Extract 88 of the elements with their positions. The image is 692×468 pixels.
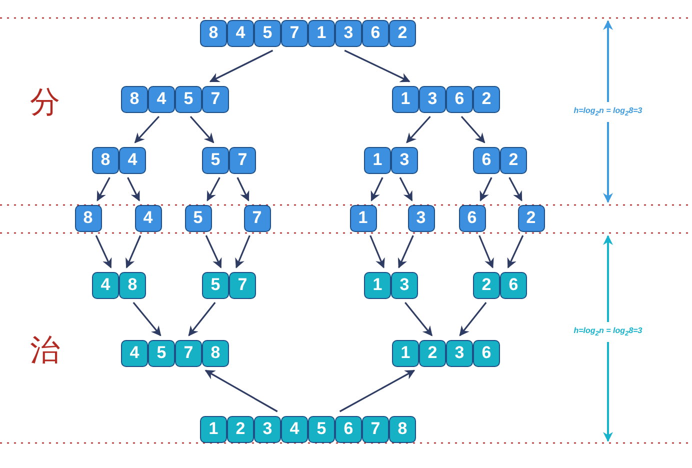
arrow (132, 302, 162, 336)
number-cell: 2 (500, 146, 527, 174)
number-cell: 6 (473, 146, 500, 174)
number-cell: 2 (389, 20, 416, 46)
number-cell: 3 (335, 20, 362, 46)
number-cell: 1 (392, 86, 419, 112)
number-cell: 4 (281, 416, 308, 442)
number-cell: 7 (362, 416, 389, 442)
number-cell: 3 (446, 340, 473, 366)
number-cell: 1 (200, 416, 227, 442)
arrow (190, 116, 214, 144)
arrow (478, 235, 494, 268)
arrow (344, 50, 410, 82)
arrow (235, 235, 250, 268)
number-cell: 6 (458, 204, 486, 232)
number-cell: 3 (391, 272, 418, 298)
number-cell: 5 (184, 204, 212, 232)
number-cell: 2 (227, 416, 254, 442)
number-cell: 4 (119, 146, 146, 174)
number-cell: 5 (202, 272, 229, 298)
arrow (406, 116, 431, 144)
height-formula: h=log$_{2}$n = log$_{2}$8=3 (572, 326, 644, 338)
number-cell: 4 (92, 272, 119, 298)
arrow (188, 302, 216, 336)
number-cell: 7 (229, 272, 256, 298)
number-cell: 3 (408, 204, 434, 232)
arrow (339, 370, 416, 412)
number-cell: 2 (473, 86, 500, 112)
number-cell: 7 (202, 86, 229, 112)
stage-label: 治 (30, 333, 60, 369)
arrow (459, 302, 487, 336)
number-cell: 5 (175, 86, 202, 112)
number-cell: 1 (350, 204, 376, 232)
arrow (399, 177, 413, 202)
arrow (507, 235, 524, 268)
number-cell: 4 (227, 20, 254, 46)
number-cell: 6 (473, 340, 500, 366)
arrow (126, 235, 142, 268)
number-cell: 5 (308, 416, 335, 442)
arrow (204, 370, 278, 412)
number-cell: 8 (200, 20, 227, 46)
number-cell: 1 (392, 340, 419, 366)
number-cell: 7 (175, 340, 202, 366)
arrow (96, 177, 110, 202)
arrow (127, 177, 140, 202)
number-cell: 2 (473, 272, 500, 298)
number-cell: 8 (119, 272, 146, 298)
number-cell: 8 (92, 146, 119, 174)
height-formula: h=log$_{2}$n = log$_{2}$8=3 (572, 106, 644, 118)
number-cell: 1 (364, 146, 391, 174)
arrow (480, 177, 492, 202)
number-cell: 1 (364, 272, 391, 298)
number-cell: 4 (134, 204, 162, 232)
number-cell: 7 (281, 20, 308, 46)
number-cell: 4 (148, 86, 175, 112)
number-cell: 7 (244, 204, 270, 232)
number-cell: 6 (446, 86, 473, 112)
number-cell: 5 (148, 340, 175, 366)
number-cell: 5 (254, 20, 281, 46)
arrow (370, 235, 385, 268)
number-cell: 8 (121, 86, 148, 112)
arrow (95, 235, 112, 268)
number-cell: 6 (362, 20, 389, 46)
number-cell: 6 (335, 416, 362, 442)
arrow (398, 235, 414, 268)
number-cell: 3 (391, 146, 418, 174)
arrow (370, 177, 384, 202)
number-cell: 1 (308, 20, 335, 46)
number-cell: 3 (419, 86, 446, 112)
number-cell: 3 (254, 416, 281, 442)
arrow (508, 177, 522, 202)
arrow (460, 116, 486, 144)
number-cell: 4 (121, 340, 148, 366)
number-cell: 8 (74, 204, 102, 232)
stage-label: 分 (30, 85, 60, 121)
number-cell: 8 (389, 416, 416, 442)
arrow (236, 177, 250, 202)
arrow (209, 50, 274, 82)
number-cell: 5 (202, 146, 229, 174)
arrow (134, 116, 160, 144)
number-cell: 2 (419, 340, 446, 366)
arrow (404, 302, 432, 336)
number-cell: 8 (202, 340, 229, 366)
number-cell: 7 (229, 146, 256, 174)
number-cell: 6 (500, 272, 527, 298)
arrow (206, 177, 220, 202)
arrow (205, 235, 222, 268)
number-cell: 2 (518, 204, 544, 232)
